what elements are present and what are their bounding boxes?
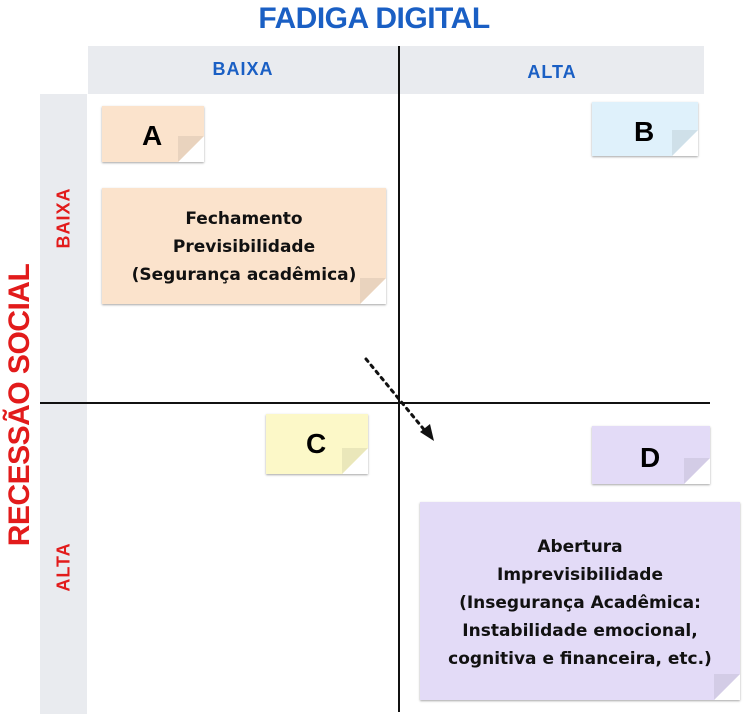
opening-line-3: (Insegurança Acadêmica: [459, 593, 701, 613]
y-axis-title: RECESSÃO SOCIAL [3, 263, 36, 547]
quadrant-b-letter: B [634, 116, 655, 147]
closure-note-text: Fechamento Previsibilidade (Segurança ac… [102, 205, 386, 289]
closure-line-2: Previsibilidade [172, 237, 316, 257]
opening-note-text: Abertura Imprevisibilidade (Insegurança … [420, 533, 740, 673]
column-header-low: BAIXA [88, 46, 398, 94]
column-header-high-label: ALTA [527, 62, 577, 82]
row-header-low: BAIXA [40, 94, 87, 402]
row-header-low-label: BAIXA [53, 187, 73, 249]
vertical-axis-line [398, 46, 400, 712]
quadrant-c-letter: C [306, 428, 327, 459]
row-header-high-label: ALTA [53, 542, 73, 592]
quadrant-a-note: A [102, 106, 204, 162]
column-header-low-label: BAIXA [212, 59, 274, 79]
horizontal-axis-line [40, 402, 710, 404]
opening-line-2: Imprevisibilidade [497, 565, 663, 585]
x-axis-title: FADIGA DIGITAL [258, 2, 490, 35]
quadrant-a-letter: A [142, 120, 163, 151]
row-header-high: ALTA [40, 404, 87, 714]
opening-line-1: Abertura [537, 537, 623, 557]
quadrant-b-note: B [592, 102, 698, 156]
quadrant-d-letter: D [640, 442, 661, 473]
quadrant-c-note: C [266, 414, 368, 474]
opening-line-4: Instabilidade emocional, [462, 621, 698, 641]
closure-line-1: Fechamento [185, 209, 303, 229]
closure-note: Fechamento Previsibilidade (Segurança ac… [102, 188, 386, 304]
closure-line-3: (Segurança acadêmica) [131, 265, 357, 285]
opening-line-5: cognitiva e financeira, etc.) [448, 649, 712, 669]
column-header-high: ALTA [400, 46, 704, 94]
quadrant-d-note: D [592, 426, 710, 484]
opening-note: Abertura Imprevisibilidade (Insegurança … [420, 502, 740, 700]
